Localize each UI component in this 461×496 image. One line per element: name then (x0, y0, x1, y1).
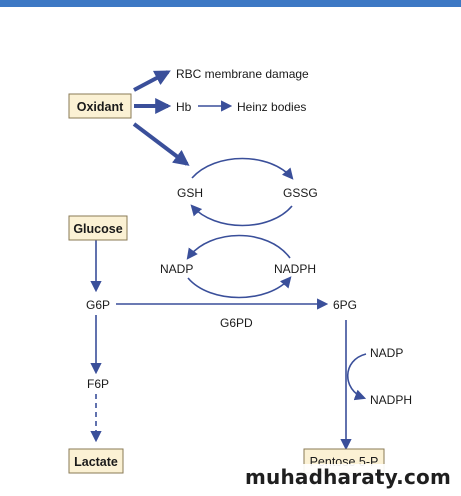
nadp-label: NADP (160, 262, 193, 276)
gsh-label: GSH (177, 186, 203, 200)
arrow-nadph-to-nadp (186, 234, 291, 260)
header-bar (0, 0, 461, 7)
arrow-gsh-to-gssg (191, 157, 294, 180)
arrow-oxidant-to-gsh (132, 122, 190, 166)
g6p-label: G6P (86, 298, 110, 312)
gssg-label: GSSG (283, 186, 318, 200)
arrow-gssg-to-gsh (190, 204, 293, 227)
lactate-label: Lactate (74, 455, 118, 469)
arrow-nadp-to-nadph-branch (347, 353, 367, 401)
g6pd-enzyme-label: G6PD (220, 316, 253, 330)
rbc-damage-label: RBC membrane damage (176, 67, 309, 81)
nadp-branch-label: NADP (370, 346, 403, 360)
nadph-branch-label: NADPH (370, 393, 412, 407)
watermark: muhadharaty.com (238, 464, 457, 490)
nadph-label: NADPH (274, 262, 316, 276)
arrow-oxidant-to-rbc (133, 70, 171, 92)
oxidant-label: Oxidant (77, 100, 124, 114)
arrow-nadp-to-nadph (187, 276, 292, 299)
hb-label: Hb (176, 100, 192, 114)
oxidant-box (68, 93, 132, 119)
6pg-label: 6PG (333, 298, 357, 312)
glucose-box (68, 215, 128, 241)
lactate-box (68, 448, 124, 474)
glucose-label: Glucose (73, 222, 122, 236)
f6p-label: F6P (87, 377, 109, 391)
heinz-bodies-label: Heinz bodies (237, 100, 306, 114)
